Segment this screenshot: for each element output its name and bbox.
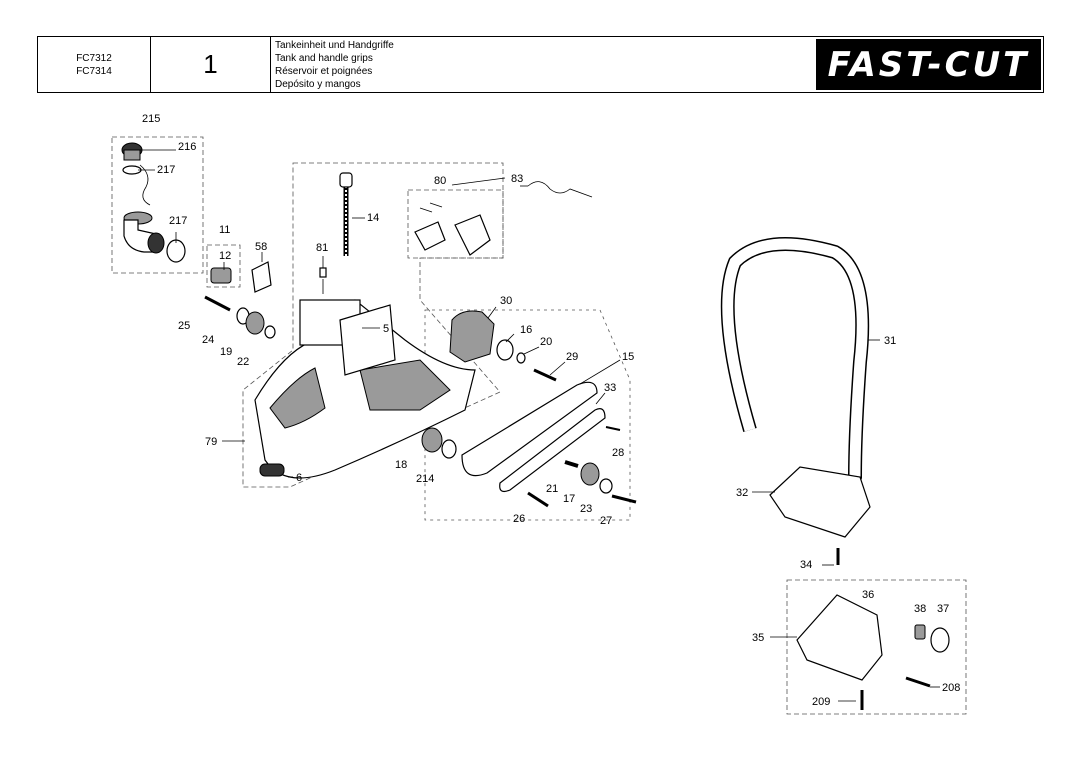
callout-23: 23 — [580, 503, 592, 515]
callout-58: 58 — [255, 241, 267, 253]
callout-217: 217 — [157, 164, 175, 176]
page-number: 1 — [151, 37, 271, 92]
callout-215: 215 — [142, 113, 160, 125]
callout-35: 35 — [752, 632, 764, 644]
callout-29: 29 — [566, 351, 578, 363]
callout-12: 12 — [219, 250, 231, 262]
callout-209: 209 — [812, 696, 830, 708]
callout-21: 21 — [546, 483, 558, 495]
link-bar-part — [421, 381, 637, 508]
callout-32: 32 — [736, 487, 748, 499]
callout-27: 27 — [600, 515, 612, 527]
callout-80: 80 — [434, 175, 446, 187]
throttle-trigger-part — [414, 202, 491, 256]
group-box-support — [786, 579, 967, 715]
callout-24: 24 — [202, 334, 214, 346]
tank-housing-part — [254, 299, 476, 479]
callout-labels: 215 216 217 217 11 12 58 81 14 80 83 25 … — [142, 113, 960, 708]
group-box-mount — [424, 309, 631, 521]
lower-support-part — [796, 594, 950, 710]
callout-5: 5 — [383, 323, 389, 335]
callout-214: 214 — [416, 473, 434, 485]
callout-208: 208 — [942, 682, 960, 694]
title-block: FC7312 FC7314 1 Tankeinheit und Handgrif… — [37, 36, 1044, 93]
callout-11: 11 — [219, 224, 230, 236]
section-titles: Tankeinheit und Handgriffe Tank and hand… — [271, 37, 1043, 92]
model-numbers: FC7312 FC7314 — [38, 37, 151, 92]
title-de: Tankeinheit und Handgriffe — [275, 40, 394, 51]
callout-217: 217 — [169, 215, 187, 227]
group-box-throttle — [407, 189, 504, 259]
throttle-cable-part — [527, 181, 593, 198]
handle-support-part — [769, 466, 871, 565]
title-fr: Réservoir et poignées — [275, 66, 373, 77]
callout-36: 36 — [862, 589, 874, 601]
callout-18: 18 — [395, 459, 407, 471]
valve-part — [319, 267, 327, 294]
callout-19: 19 — [220, 346, 232, 358]
left-mount-parts — [204, 295, 276, 339]
callout-34: 34 — [800, 559, 812, 571]
callout-26: 26 — [513, 513, 525, 525]
callout-81: 81 — [316, 242, 328, 254]
callout-25: 25 — [178, 320, 190, 332]
callout-31: 31 — [884, 335, 896, 347]
callout-37: 37 — [937, 603, 949, 615]
leader-lines — [138, 149, 940, 702]
callout-83: 83 — [511, 173, 523, 185]
fuel-hose-part — [339, 172, 353, 256]
model-number: FC7314 — [76, 65, 112, 77]
filter-part — [210, 267, 232, 284]
group-box-filter — [206, 244, 241, 288]
callout-216: 216 — [178, 141, 196, 153]
group-box-fuel-cap — [111, 136, 204, 274]
callout-30: 30 — [500, 295, 512, 307]
callout-16: 16 — [520, 324, 532, 336]
model-number: FC7312 — [76, 52, 112, 64]
callout-79: 79 — [205, 436, 217, 448]
callout-20: 20 — [540, 336, 552, 348]
title-es: Depósito y mangos — [275, 79, 361, 90]
callout-38: 38 — [914, 603, 926, 615]
callout-22: 22 — [237, 356, 249, 368]
fuel-cap-part — [121, 142, 186, 263]
title-en: Tank and handle grips — [275, 53, 373, 64]
gasket-part — [251, 261, 272, 293]
callout-6: 6 — [296, 472, 302, 484]
handle-bar-part — [720, 237, 870, 494]
callout-15: 15 — [622, 351, 634, 363]
fast-cut-logo: FAST-CUT — [816, 39, 1041, 90]
foot-part — [259, 463, 285, 477]
callout-14: 14 — [367, 212, 379, 224]
anti-vibration-mount-part — [449, 310, 557, 382]
callout-33: 33 — [604, 382, 616, 394]
callout-28: 28 — [612, 447, 624, 459]
callout-17: 17 — [563, 493, 575, 505]
